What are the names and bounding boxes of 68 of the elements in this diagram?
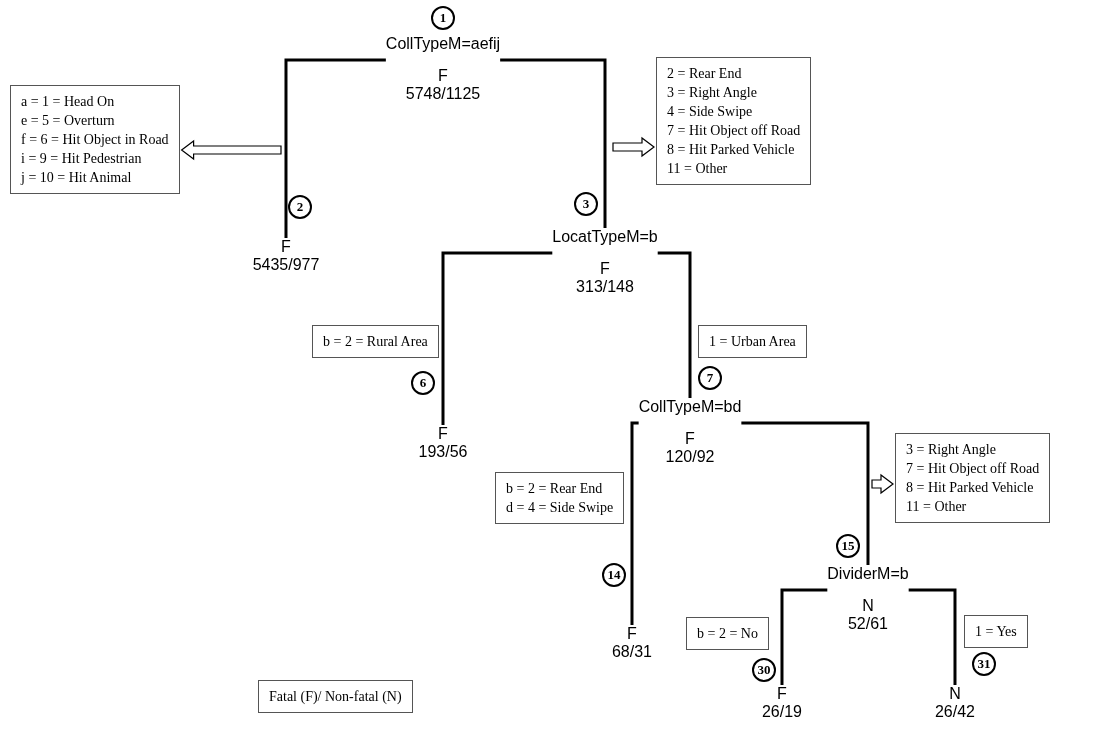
count-label: 120/92 — [664, 448, 716, 466]
category-line: a = 1 = Head On — [21, 93, 116, 111]
tree-branch-line — [657, 251, 692, 398]
class-label: F — [280, 238, 292, 256]
count-label: 52/61 — [846, 615, 889, 633]
tree-branch-line — [284, 58, 386, 238]
category-line: j = 10 = Hit Animal — [21, 169, 133, 187]
count-label: 313/148 — [575, 278, 635, 296]
category-line: 11 = Other — [667, 160, 729, 178]
tree-branch-line — [780, 588, 828, 685]
tree-branch-line — [630, 421, 639, 625]
node-number-circle: 6 — [411, 371, 435, 395]
node-number-circle: 30 — [752, 658, 776, 682]
category-line: 8 = Hit Parked Vehicle — [667, 141, 796, 159]
count-label: 26/42 — [934, 703, 975, 721]
node-number-circle: 2 — [288, 195, 312, 219]
node-number-circle: 7 — [698, 366, 722, 390]
category-line: d = 4 = Side Swipe — [506, 499, 614, 517]
tree-branch-line — [441, 251, 553, 425]
condition-box: b = 2 = Rural Area — [312, 325, 439, 358]
condition-box: Fatal (F)/ Non-fatal (N) — [258, 680, 413, 713]
category-line: 3 = Right Angle — [906, 441, 997, 459]
count-label: 193/56 — [418, 443, 468, 461]
split-rule-label: DividerM=b — [827, 565, 909, 583]
class-label: F — [437, 425, 449, 443]
category-key-box — [895, 433, 1051, 523]
count-label: 5435/977 — [252, 256, 320, 274]
class-label: F — [599, 260, 611, 278]
category-line: e = 5 = Overturn — [21, 112, 116, 130]
condition-box: b = 2 = No — [686, 617, 769, 650]
tree-branch-line — [908, 588, 957, 685]
count-label: 5748/1125 — [404, 85, 482, 103]
category-key-box — [495, 472, 625, 524]
category-line: b = 2 = Rear End — [506, 480, 604, 498]
class-label: F — [776, 685, 788, 703]
class-label: F — [437, 67, 449, 85]
hollow-arrow — [180, 139, 282, 161]
category-key-box — [656, 57, 812, 185]
category-line: 2 = Rear End — [667, 65, 743, 83]
category-key-box — [10, 85, 180, 194]
hollow-arrow — [612, 136, 655, 158]
category-line: 3 = Right Angle — [667, 84, 758, 102]
category-line: i = 9 = Hit Pedestrian — [21, 150, 143, 168]
class-label: N — [861, 597, 875, 615]
split-rule-label: LocatTypeM=b — [552, 228, 658, 246]
category-line: 11 = Other — [906, 498, 968, 516]
category-line: f = 6 = Hit Object in Road — [21, 131, 169, 149]
node-number-circle: 31 — [972, 652, 996, 676]
hollow-arrow — [871, 473, 894, 495]
class-label: F — [684, 430, 696, 448]
tree-branch-line — [741, 421, 870, 565]
count-label: 26/19 — [761, 703, 802, 721]
split-rule-label: CollTypeM=aefij — [385, 35, 501, 53]
class-label: F — [626, 625, 638, 643]
category-line: 7 = Hit Object off Road — [667, 122, 801, 140]
split-rule-label: CollTypeM=bd — [638, 398, 742, 416]
node-number-circle: 3 — [574, 192, 598, 216]
category-line: 8 = Hit Parked Vehicle — [906, 479, 1035, 497]
tree-branch-line — [500, 58, 607, 228]
category-line: 4 = Side Swipe — [667, 103, 754, 121]
node-number-circle: 15 — [836, 534, 860, 558]
category-line: 7 = Hit Object off Road — [906, 460, 1040, 478]
node-number-circle: 14 — [602, 563, 626, 587]
class-label: N — [948, 685, 962, 703]
condition-box: 1 = Yes — [964, 615, 1028, 648]
count-label: 68/31 — [611, 643, 652, 661]
condition-box: 1 = Urban Area — [698, 325, 807, 358]
node-number-circle: 1 — [431, 6, 455, 30]
